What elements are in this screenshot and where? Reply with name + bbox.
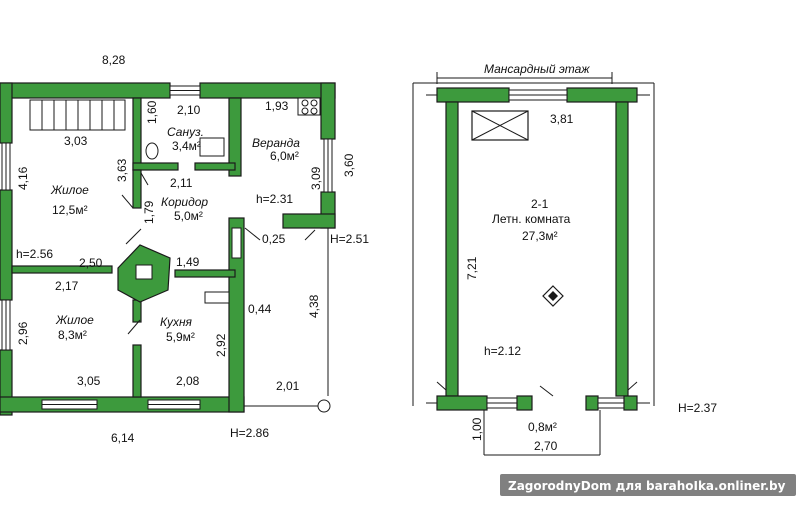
dim-0-25: 0,25 <box>262 232 286 246</box>
height-terrace: H=2.51 <box>330 232 369 246</box>
ground-floor-plan: 8,28 Жилое 12,5м² Сануз. 3,4м² Веранда 6… <box>0 53 369 445</box>
attic-wall-bottom-right <box>623 395 638 411</box>
dim-3-03: 3,03 <box>64 134 88 148</box>
toilet-icon <box>145 142 159 160</box>
wall-right-kitchen <box>228 217 245 413</box>
dim-3-09: 3,09 <box>309 166 323 190</box>
dim-2-17: 2,17 <box>55 279 79 293</box>
porch-depth: 1,00 <box>470 417 484 441</box>
wall-left-mid <box>0 189 13 301</box>
height-bottom: H=2.86 <box>230 426 269 440</box>
post-icon <box>317 399 331 413</box>
sink-icon <box>204 291 230 304</box>
attic-wall-top-left <box>436 87 510 103</box>
watermark-text: ZagorodnyDom для barahoIka.onliner.by <box>508 479 786 493</box>
wall-living-divider <box>11 265 113 274</box>
dim-4-38: 4,38 <box>307 294 321 318</box>
window-kitchen-side <box>231 227 242 259</box>
wall-corridor-left-upper <box>132 169 142 209</box>
room-veranda-area: 6,0м² <box>270 149 299 163</box>
attic-room-label: Летн. комната <box>492 212 571 226</box>
attic-wall-left <box>445 101 459 397</box>
room-kitchen-area: 5,9м² <box>166 330 195 344</box>
attic-room-number: 2-1 <box>531 197 549 211</box>
attic-width-top: 3,81 <box>550 112 574 126</box>
dim-2-50: 2,50 <box>79 256 103 270</box>
dim-3-60: 3,60 <box>342 153 356 177</box>
room-living-small-label: Жилое <box>55 313 94 327</box>
room-corridor-area: 5,0м² <box>174 209 203 223</box>
attic-room-area: 27,3м² <box>522 229 558 243</box>
dim-overall-width-bottom: 6,14 <box>111 431 135 445</box>
attic-wall-bottom-left <box>436 395 488 411</box>
wall-left-upper <box>0 82 13 144</box>
wall-top-right <box>199 82 336 99</box>
dim-0-44: 0,44 <box>248 302 272 316</box>
room-bathroom-label: Сануз. <box>167 125 204 139</box>
roof-hatch-icon <box>471 110 529 141</box>
wall-bath-left <box>132 97 142 171</box>
attic-title: Мансардный этаж <box>484 62 590 76</box>
dim-4-16: 4,16 <box>16 166 30 190</box>
dim-overall-width-top: 8,28 <box>102 53 126 67</box>
attic-floor-plan: Мансардный этаж <box>412 62 717 456</box>
wall-bath-right-part <box>194 162 236 171</box>
dim-2-11: 2,11 <box>170 176 193 190</box>
attic-wall-top-right <box>566 87 638 103</box>
dim-2-96: 2,96 <box>16 321 30 345</box>
dim-1-49: 1,49 <box>176 255 200 269</box>
dim-2-01: 2,01 <box>276 379 300 393</box>
wall-veranda-left <box>228 97 242 177</box>
wall-corridor-left-bottom <box>132 344 142 398</box>
attic-wall-bottom-mid <box>516 395 533 411</box>
attic-height-outside: H=2.37 <box>678 401 717 415</box>
porch-area: 0,8м² <box>528 420 557 434</box>
dim-3-05: 3,05 <box>77 374 101 388</box>
dim-3-63: 3,63 <box>115 158 129 182</box>
wall-top-left <box>0 82 171 99</box>
wall-corridor-kitchen <box>174 269 236 278</box>
dim-2-08: 2,08 <box>176 374 200 388</box>
dim-1-79: 1,79 <box>142 200 156 224</box>
wall-bottom <box>0 396 245 413</box>
wall-corridor-left-lower <box>132 299 142 323</box>
attic-wall-bottom-mid-right <box>585 395 599 411</box>
room-corridor-label: Коридор <box>161 195 208 209</box>
stove-door-icon <box>135 264 153 280</box>
height-veranda: h=2.31 <box>256 192 293 206</box>
room-living-large-label: Жилое <box>50 183 89 197</box>
stairs-icon <box>29 99 126 131</box>
dim-2-10: 2,10 <box>177 103 201 117</box>
wall-veranda-right-upper <box>320 82 336 140</box>
attic-length: 7,21 <box>465 256 479 280</box>
wall-bath-bottom <box>132 162 179 171</box>
dim-1-93: 1,93 <box>265 99 289 113</box>
watermark: ZagorodnyDom для barahoIka.onliner.by <box>500 474 796 496</box>
attic-wall-right <box>615 101 629 397</box>
wall-veranda-bottom <box>282 213 336 229</box>
porch-width: 2,70 <box>534 439 558 453</box>
room-kitchen-label: Кухня <box>160 315 193 329</box>
room-living-small-area: 8,3м² <box>58 328 87 342</box>
ceiling-light-icon <box>542 285 564 307</box>
attic-height-inside: h=2.12 <box>484 344 521 358</box>
dim-2-92: 2,92 <box>214 333 228 357</box>
dim-1-60: 1,60 <box>145 100 159 124</box>
cooktop-icon <box>297 97 321 116</box>
room-veranda-label: Веранда <box>252 136 300 150</box>
room-bathroom-area: 3,4м² <box>172 139 201 153</box>
height-living: h=2.56 <box>16 247 53 261</box>
bathtub-icon <box>199 137 225 157</box>
room-living-large-area: 12,5м² <box>52 203 88 217</box>
